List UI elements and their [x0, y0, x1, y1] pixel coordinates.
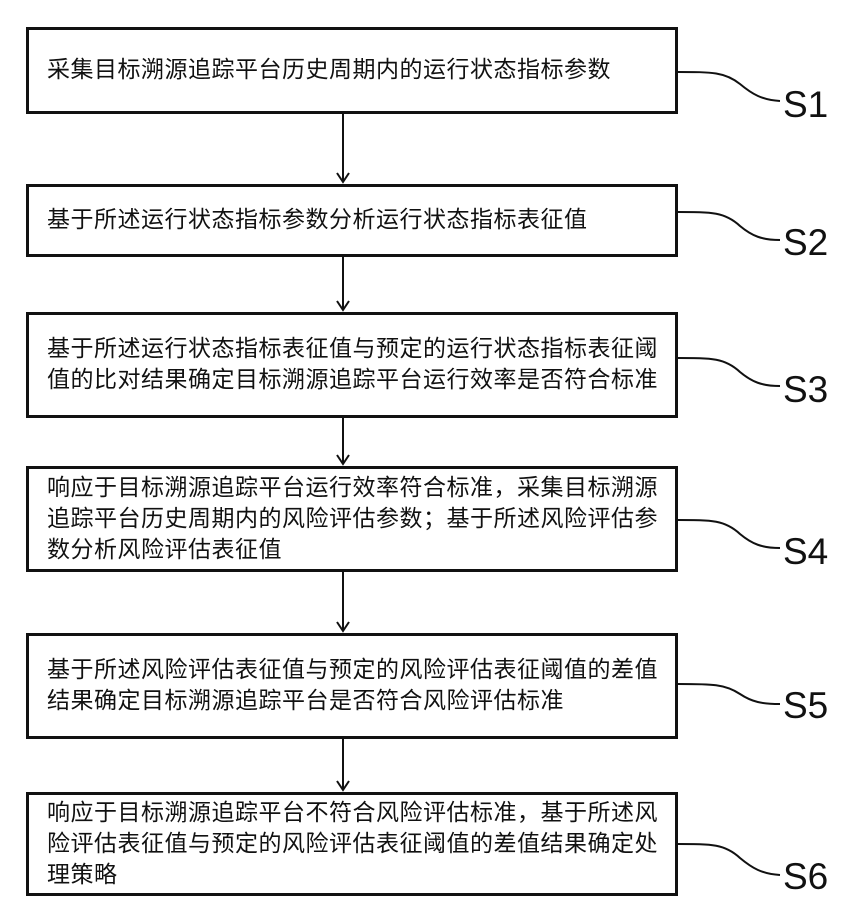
- step-label-s2: S2: [783, 223, 828, 263]
- step-text-s5: 基于所述风险评估表征值与预定的风险评估表征阈值的差值结果确定目标溯源追踪平台是否…: [47, 655, 661, 717]
- step-label-s6: S6: [783, 857, 828, 897]
- step-text-s1: 采集目标溯源追踪平台历史周期内的运行状态指标参数: [47, 55, 611, 86]
- step-label-s1: S1: [783, 85, 828, 125]
- step-text-s4: 响应于目标溯源追踪平台运行效率符合标准，采集目标溯源追踪平台历史周期内的风险评估…: [47, 473, 661, 566]
- step-text-s6: 响应于目标溯源追踪平台不符合风险评估标准，基于所述风险评估表征值与预定的风险评估…: [47, 798, 661, 891]
- step-box-s3: 基于所述运行状态指标表征值与预定的运行状态指标表征阈值的比对结果确定目标溯源追踪…: [26, 312, 678, 418]
- step-label-s4: S4: [783, 532, 828, 572]
- leader-line-s4: [678, 520, 780, 548]
- leader-line-s2: [678, 212, 780, 240]
- step-text-s2: 基于所述运行状态指标参数分析运行状态指标表征值: [47, 205, 588, 236]
- step-box-s5: 基于所述风险评估表征值与预定的风险评估表征阈值的差值结果确定目标溯源追踪平台是否…: [26, 633, 678, 739]
- step-box-s2: 基于所述运行状态指标参数分析运行状态指标表征值: [26, 184, 678, 257]
- leader-line-s1: [678, 72, 780, 101]
- leader-line-s3: [678, 358, 780, 386]
- step-box-s4: 响应于目标溯源追踪平台运行效率符合标准，采集目标溯源追踪平台历史周期内的风险评估…: [26, 466, 678, 572]
- leader-line-s6: [678, 844, 780, 875]
- step-box-s6: 响应于目标溯源追踪平台不符合风险评估标准，基于所述风险评估表征值与预定的风险评估…: [26, 792, 678, 896]
- step-label-s5: S5: [783, 686, 828, 726]
- step-text-s3: 基于所述运行状态指标表征值与预定的运行状态指标表征阈值的比对结果确定目标溯源追踪…: [47, 334, 661, 396]
- step-box-s1: 采集目标溯源追踪平台历史周期内的运行状态指标参数: [26, 27, 678, 114]
- step-label-s3: S3: [783, 370, 828, 410]
- leader-line-s5: [678, 684, 780, 704]
